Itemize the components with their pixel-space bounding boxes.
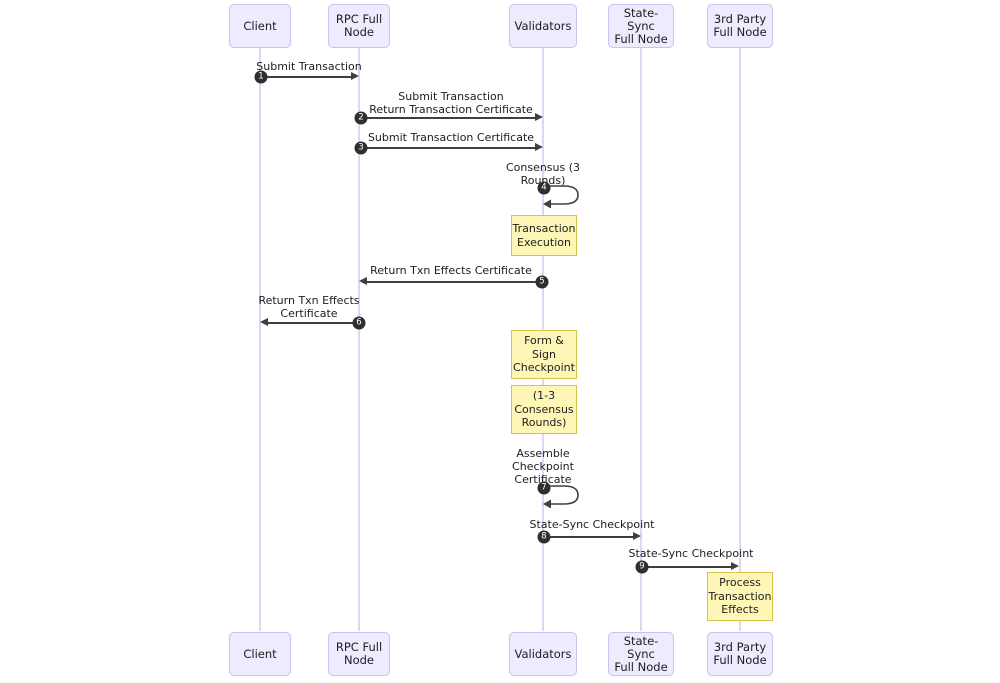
message-label-4: Consensus (3 Rounds): [505, 161, 581, 187]
message-line-3: [359, 147, 536, 149]
message-arrowhead-8: [633, 532, 641, 541]
participant-top-thirdparty[interactable]: 3rd Party Full Node: [707, 4, 773, 48]
message-arrowhead-5: [359, 277, 367, 286]
step-marker-9: 9: [635, 560, 649, 574]
message-label-6: Return Txn Effects Certificate: [258, 294, 360, 320]
participant-top-client[interactable]: Client: [229, 4, 291, 48]
message-label-3: Submit Transaction Certificate: [367, 131, 535, 144]
participant-top-validators[interactable]: Validators: [509, 4, 577, 48]
message-label-9: State-Sync Checkpoint: [628, 547, 754, 560]
step-marker-1: 1: [254, 70, 268, 84]
lifeline-rpc: [358, 47, 360, 631]
step-marker-4: 4: [537, 181, 551, 195]
message-line-5: [366, 281, 543, 283]
message-line-2: [359, 117, 536, 119]
participant-bottom-client[interactable]: Client: [229, 632, 291, 676]
step-marker-6: 6: [352, 316, 366, 330]
message-arrowhead-6: [260, 318, 268, 327]
self-loop-arrow-assemble: [543, 485, 579, 508]
message-label-1: Submit Transaction: [256, 60, 362, 73]
action-box-process-effects: Process Transaction Effects: [707, 572, 773, 621]
participant-bottom-thirdparty[interactable]: 3rd Party Full Node: [707, 632, 773, 676]
step-marker-7: 7: [537, 481, 551, 495]
message-arrowhead-1: [351, 72, 359, 81]
step-marker-2: 2: [354, 111, 368, 125]
lifeline-thirdparty: [739, 47, 741, 631]
message-arrowhead-9: [731, 562, 739, 571]
message-label-5: Return Txn Effects Certificate: [370, 264, 532, 277]
message-label-8: State-Sync Checkpoint: [529, 518, 655, 531]
message-line-6: [267, 322, 359, 324]
step-marker-5: 5: [535, 275, 549, 289]
lifeline-statesync: [640, 47, 642, 631]
participant-top-statesync[interactable]: State-Sync Full Node: [608, 4, 674, 48]
self-loop-arrow-consensus: [543, 185, 579, 208]
message-line-8: [543, 536, 634, 538]
message-line-1: [260, 76, 352, 78]
action-box-form-sign-checkpoint: Form & Sign Checkpoint: [511, 330, 577, 379]
message-label-2: Submit Transaction Return Transaction Ce…: [369, 90, 533, 116]
step-marker-8: 8: [537, 530, 551, 544]
participant-bottom-statesync[interactable]: State-Sync Full Node: [608, 632, 674, 676]
action-box-consensus-rounds: (1-3 Consensus Rounds): [511, 385, 577, 434]
step-marker-3: 3: [354, 141, 368, 155]
participant-bottom-rpc[interactable]: RPC Full Node: [328, 632, 390, 676]
participant-bottom-validators[interactable]: Validators: [509, 632, 577, 676]
message-label-7: Assemble Checkpoint Certificate: [512, 447, 574, 486]
message-arrowhead-3: [535, 143, 543, 152]
message-line-9: [641, 566, 732, 568]
lifeline-client: [259, 47, 261, 631]
participant-top-rpc[interactable]: RPC Full Node: [328, 4, 390, 48]
message-arrowhead-2: [535, 113, 543, 122]
action-box-txn-execution: Transaction Execution: [511, 215, 577, 256]
